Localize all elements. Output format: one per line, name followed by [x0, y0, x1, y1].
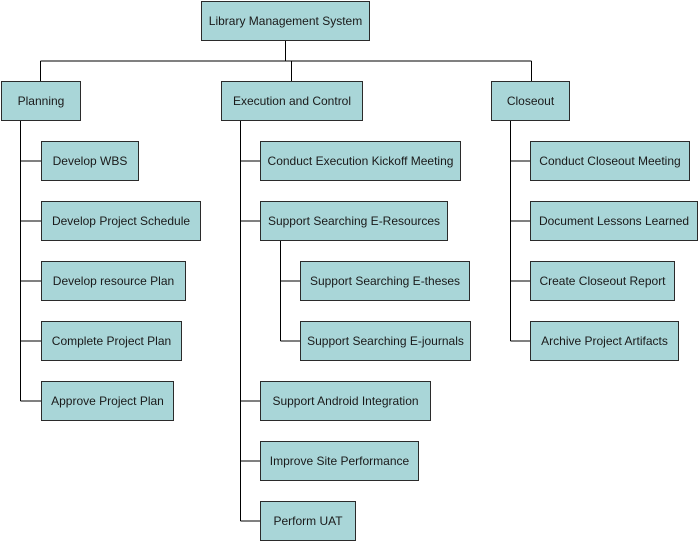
task-support-searching-e-resources: Support Searching E-Resources [260, 201, 448, 241]
task-develop-resource-plan: Develop resource Plan [41, 261, 186, 301]
task-conduct-closeout-meeting: Conduct Closeout Meeting [530, 141, 690, 181]
subtask-support-searching-e-journals: Support Searching E-journals [300, 321, 471, 361]
root-node: Library Management System [201, 1, 370, 41]
branch-planning: Planning [1, 81, 81, 121]
branch-closeout: Closeout [491, 81, 570, 121]
task-develop-project-schedule: Develop Project Schedule [41, 201, 201, 241]
task-support-android-integration: Support Android Integration [260, 381, 431, 421]
task-archive-project-artifacts: Archive Project Artifacts [530, 321, 679, 361]
subtask-support-searching-e-theses: Support Searching E-theses [300, 261, 470, 301]
task-create-closeout-report: Create Closeout Report [530, 261, 675, 301]
task-improve-site-performance: Improve Site Performance [260, 441, 419, 481]
task-complete-project-plan: Complete Project Plan [41, 321, 182, 361]
task-approve-project-plan: Approve Project Plan [41, 381, 174, 421]
task-conduct-execution-kickoff-meeting: Conduct Execution Kickoff Meeting [260, 141, 461, 181]
task-develop-wbs: Develop WBS [41, 141, 139, 181]
task-perform-uat: Perform UAT [260, 501, 356, 541]
branch-execution-and-control: Execution and Control [221, 81, 363, 121]
task-document-lessons-learned: Document Lessons Learned [530, 201, 698, 241]
